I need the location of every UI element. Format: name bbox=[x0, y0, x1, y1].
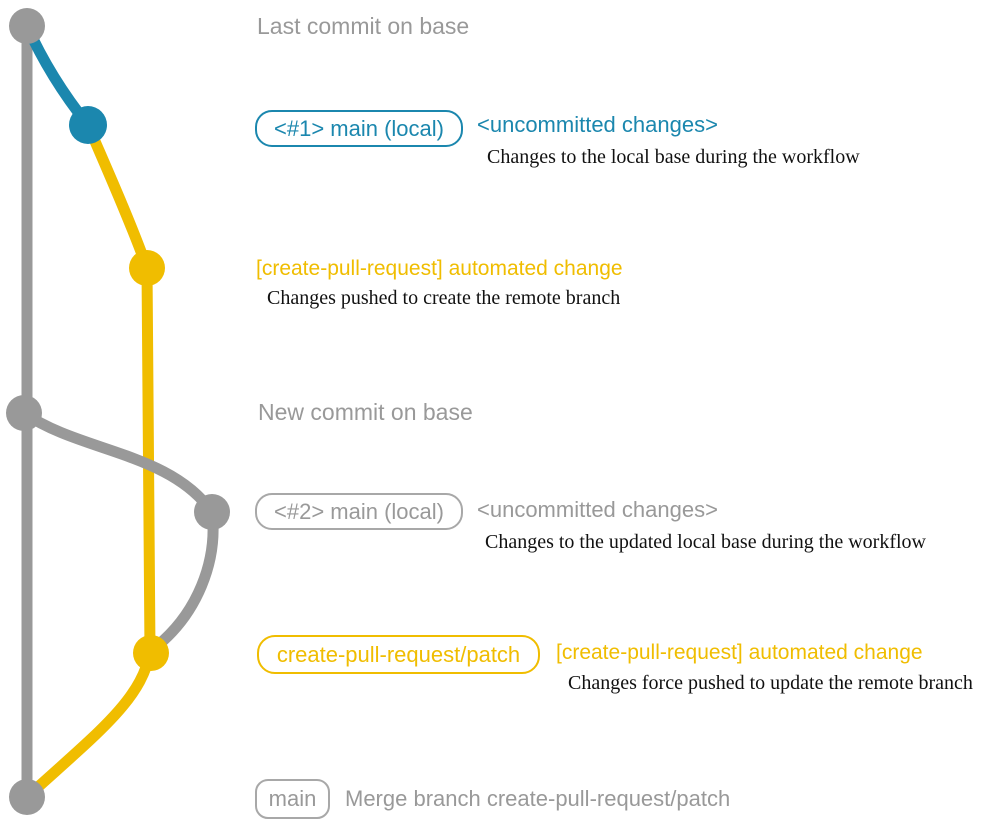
status-uncommitted-changes-2: <uncommitted changes> bbox=[477, 497, 718, 522]
commit-dot-last-base bbox=[9, 8, 45, 44]
branch-badge-create-pull-request-patch: create-pull-request/patch bbox=[257, 635, 540, 674]
branch-badge-main: main bbox=[255, 779, 330, 819]
caption-last-commit-on-base: Last commit on base bbox=[257, 13, 470, 39]
commit-message-automated-change-2: [create-pull-request] automated change bbox=[556, 641, 923, 664]
commit-message-automated-change-1: [create-pull-request] automated change bbox=[256, 257, 623, 280]
note-local-base-changes-1: Changes to the local base during the wor… bbox=[487, 146, 860, 168]
note-pushed-to-create-branch: Changes pushed to create the remote bran… bbox=[267, 287, 621, 309]
commit-dot-new-base bbox=[6, 395, 42, 431]
patch-branch-merge-curve bbox=[21, 646, 156, 803]
commit-dot-automated-change-2 bbox=[133, 635, 169, 671]
commit-message-merge-branch: Merge branch create-pull-request/patch bbox=[345, 786, 731, 811]
commit-dot-uncommitted-2 bbox=[194, 494, 230, 530]
commit-dot-merge bbox=[9, 779, 45, 815]
caption-new-commit-on-base: New commit on base bbox=[258, 399, 473, 425]
commit-dot-automated-change-1 bbox=[129, 250, 165, 286]
commit-dot-uncommitted-1 bbox=[69, 106, 107, 144]
local-changes-curve-2 bbox=[18, 407, 218, 518]
force-push-curve bbox=[146, 506, 219, 656]
note-local-base-changes-2: Changes to the updated local base during… bbox=[485, 531, 926, 553]
note-force-pushed-to-update-branch: Changes force pushed to update the remot… bbox=[568, 672, 973, 694]
branch-badge-main-local-2: <#2> main (local) bbox=[255, 493, 463, 530]
status-uncommitted-changes-1: <uncommitted changes> bbox=[477, 112, 718, 137]
patch-branch-create-curve bbox=[82, 119, 153, 274]
branch-badge-main-local-1: <#1> main (local) bbox=[255, 110, 463, 147]
